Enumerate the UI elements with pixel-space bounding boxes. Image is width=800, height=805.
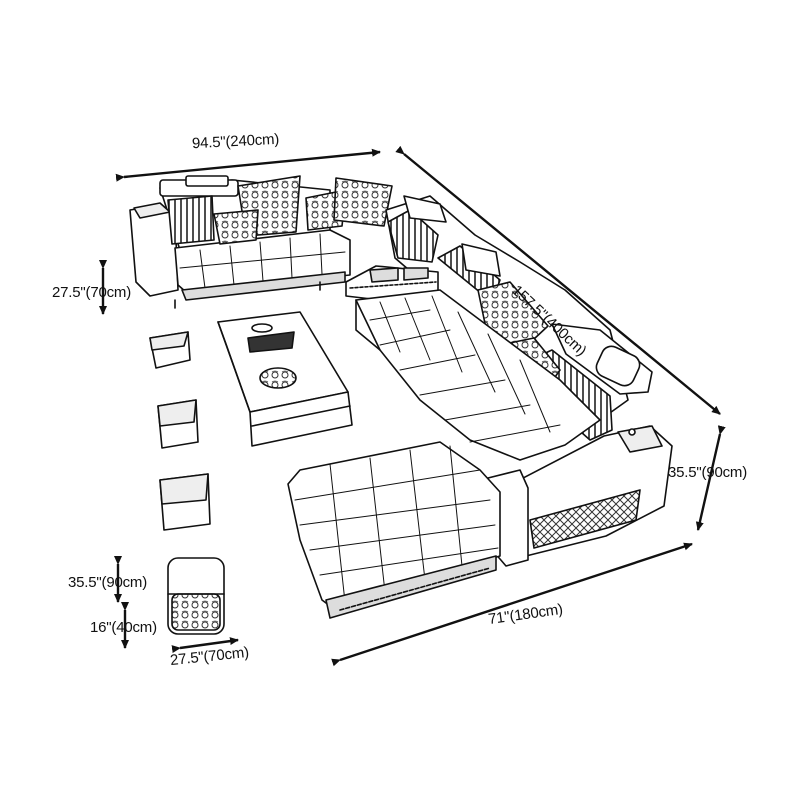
- arrow-bottom-length: [331, 542, 693, 667]
- dimension-arrows: [99, 145, 726, 667]
- ottomans: [149, 331, 225, 635]
- arrow-right-depth: [695, 425, 726, 531]
- right-depth-label: 35.5"(90cm): [668, 464, 747, 481]
- lattice-shelf: [529, 489, 641, 549]
- arrow-top-width: [115, 148, 381, 182]
- arrow-ottoman-width: [171, 637, 239, 654]
- chaise-section: [287, 441, 501, 619]
- coffee-table: [217, 311, 353, 447]
- chaise-seat: [287, 441, 501, 607]
- arrow-right-length: [395, 145, 721, 415]
- left-sofa-section: [129, 175, 393, 309]
- left-depth-label: 27.5"(70cm): [52, 284, 131, 301]
- fruit-bowl: [259, 367, 297, 389]
- ottoman-seat-label: 16"(40cm): [90, 619, 157, 636]
- ottoman-height-label: 35.5"(90cm): [68, 574, 147, 591]
